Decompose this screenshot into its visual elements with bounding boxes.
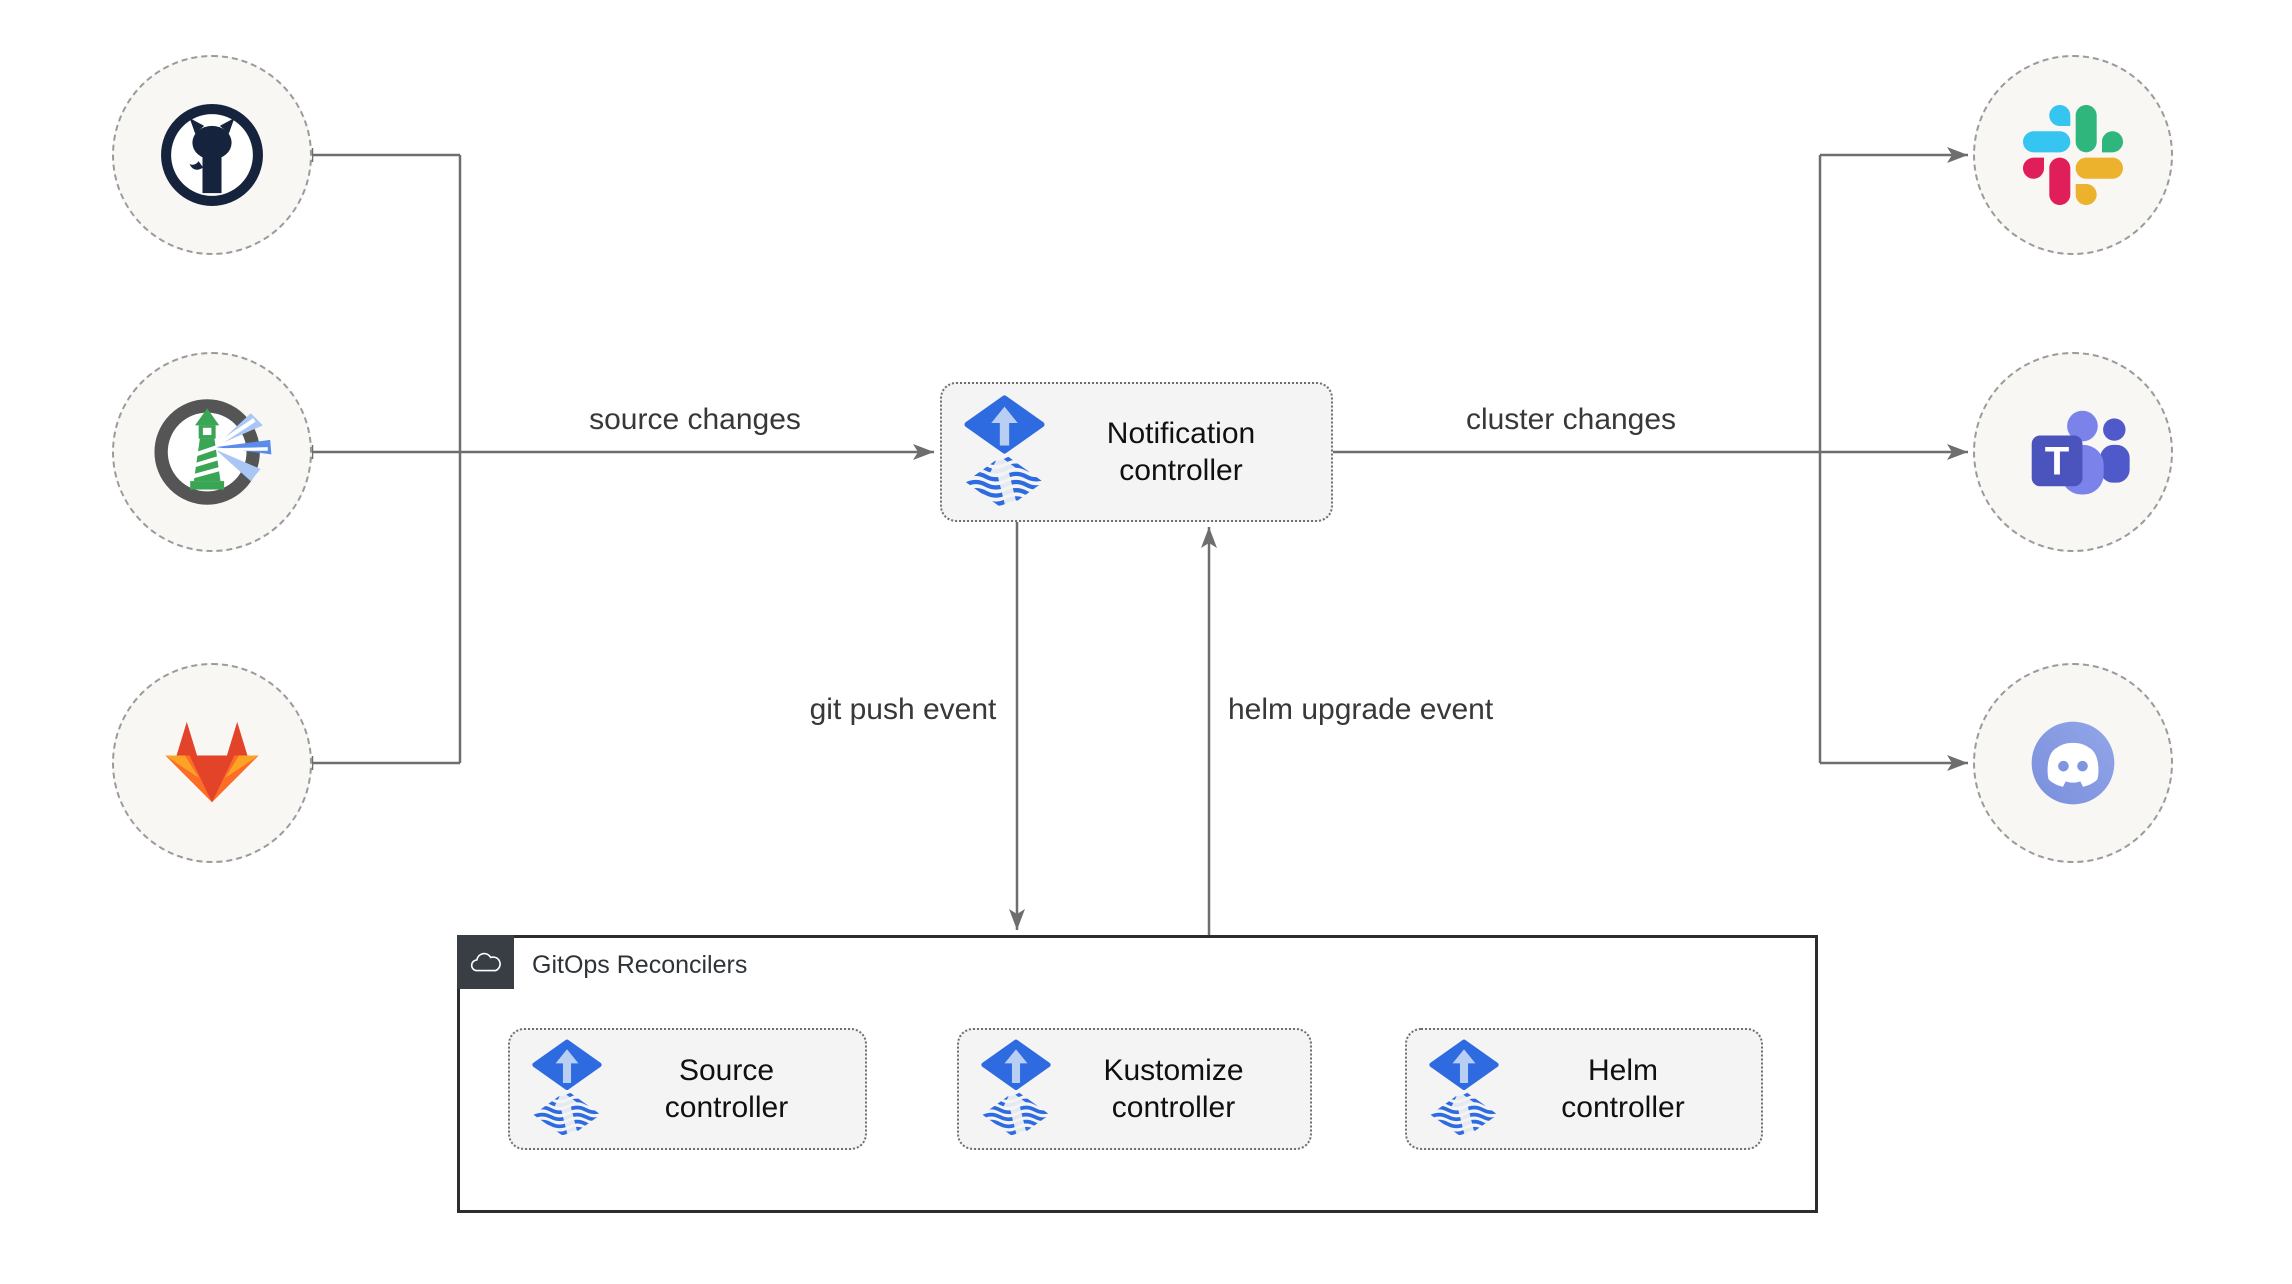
- teams-t-glyph: T: [2045, 438, 2070, 483]
- edge-label-helm-upgrade-event: helm upgrade event: [1228, 693, 1494, 726]
- helm-controller-box: Helm controller: [1405, 1028, 1763, 1150]
- harbor-icon: [154, 399, 272, 505]
- helm-controller-label: Helm controller: [1561, 1053, 1685, 1125]
- kustomize-controller-box: Kustomize controller: [957, 1028, 1312, 1150]
- edge-label-git-push-event: git push event: [809, 693, 997, 726]
- node-slack: [1973, 55, 2173, 255]
- gitops-reconcilers-title: GitOps Reconcilers: [532, 951, 748, 979]
- cloud-badge: [457, 935, 514, 989]
- discord-icon: [2031, 721, 2115, 805]
- kustomize-controller-label: Kustomize controller: [1103, 1053, 1244, 1125]
- flux-icon: [981, 1039, 1051, 1139]
- node-discord: [1973, 663, 2173, 863]
- node-gitlab: [112, 663, 312, 863]
- node-harbor: [112, 352, 312, 552]
- github-icon: [161, 104, 263, 206]
- slack-icon: [2023, 105, 2123, 205]
- notification-controller-label: Notification controller: [1106, 416, 1256, 488]
- source-controller-box: Source controller: [508, 1028, 867, 1150]
- teams-icon: T: [2031, 410, 2130, 495]
- cloud-icon: [470, 952, 501, 971]
- flux-icon: [1429, 1039, 1499, 1139]
- notification-controller-box: Notification controller: [940, 382, 1333, 522]
- source-controller-label: Source controller: [664, 1053, 789, 1125]
- node-teams: T: [1973, 352, 2173, 552]
- flux-icon: [964, 395, 1045, 510]
- edge-label-cluster-changes: cluster changes: [1465, 403, 1677, 436]
- edge-label-source-changes: source changes: [589, 403, 801, 436]
- gitlab-icon: [165, 721, 259, 803]
- node-github: [112, 55, 312, 255]
- flux-icon: [532, 1039, 602, 1139]
